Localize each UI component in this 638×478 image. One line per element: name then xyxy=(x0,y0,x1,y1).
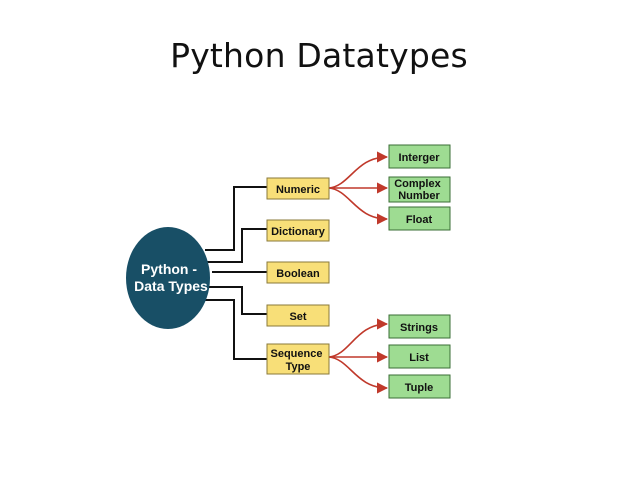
category-label: Boolean xyxy=(276,268,320,280)
arrow-numeric-integer xyxy=(328,151,389,189)
leaf-boxes: Interger Complex Number Float Strings xyxy=(388,144,451,399)
root-connectors xyxy=(203,186,268,360)
leaf-label: Number xyxy=(398,190,440,202)
svg-text:Complex Number: Complex Number xyxy=(394,178,444,202)
category-boxes: Numeric Dictionary Boolean Set Sequence xyxy=(266,177,330,375)
arrow-numeric-float xyxy=(328,187,389,225)
connector-sequence xyxy=(203,299,268,360)
sequence-arrows xyxy=(328,318,389,394)
svg-text:Dictionary: Dictionary xyxy=(271,226,326,238)
connector-set xyxy=(209,286,268,315)
svg-text:List: List xyxy=(409,352,429,364)
category-set: Set xyxy=(266,304,330,327)
root-label-line: Python - xyxy=(141,261,197,277)
leaf-label: Tuple xyxy=(405,382,434,394)
leaf-tuple: Tuple xyxy=(388,374,451,399)
arrow-sequence-strings xyxy=(328,318,389,358)
leaf-label: List xyxy=(409,352,429,364)
connector-dictionary xyxy=(207,228,268,263)
root-node: Python - Data Types xyxy=(126,227,210,329)
leaf-float: Float xyxy=(388,206,451,231)
category-sequence-type: Sequence Type xyxy=(266,343,330,375)
leaf-label: Float xyxy=(406,214,433,226)
leaf-integer: Interger xyxy=(388,144,451,169)
leaf-complex-number: Complex Number xyxy=(388,176,451,203)
leaf-strings: Strings xyxy=(388,314,451,339)
category-label: Dictionary xyxy=(271,226,326,238)
category-label: Type xyxy=(286,361,311,373)
category-label: Sequence xyxy=(270,348,322,360)
svg-text:Set: Set xyxy=(289,311,306,323)
svg-text:Boolean: Boolean xyxy=(276,268,320,280)
category-dictionary: Dictionary xyxy=(266,219,330,242)
category-label: Numeric xyxy=(276,184,320,196)
arrow-sequence-tuple xyxy=(328,356,389,394)
svg-text:Strings: Strings xyxy=(400,322,438,334)
svg-text:Sequence Type: Sequence Type xyxy=(270,348,325,373)
leaf-list: List xyxy=(388,344,451,369)
leaf-label: Interger xyxy=(399,152,441,164)
svg-text:Interger: Interger xyxy=(399,152,441,164)
page-title: Python Datatypes xyxy=(170,36,468,75)
root-label-line: Data Types xyxy=(134,278,208,294)
category-boolean: Boolean xyxy=(266,261,330,284)
leaf-label: Complex xyxy=(394,178,441,190)
root-label: Python - Data Types xyxy=(134,261,208,294)
category-label: Set xyxy=(289,311,306,323)
numeric-arrows xyxy=(328,151,389,225)
svg-text:Numeric: Numeric xyxy=(276,184,320,196)
category-numeric: Numeric xyxy=(266,177,330,200)
connector-numeric xyxy=(205,186,268,251)
leaf-label: Strings xyxy=(400,322,438,334)
svg-text:Float: Float xyxy=(406,214,433,226)
svg-text:Tuple: Tuple xyxy=(405,382,434,394)
